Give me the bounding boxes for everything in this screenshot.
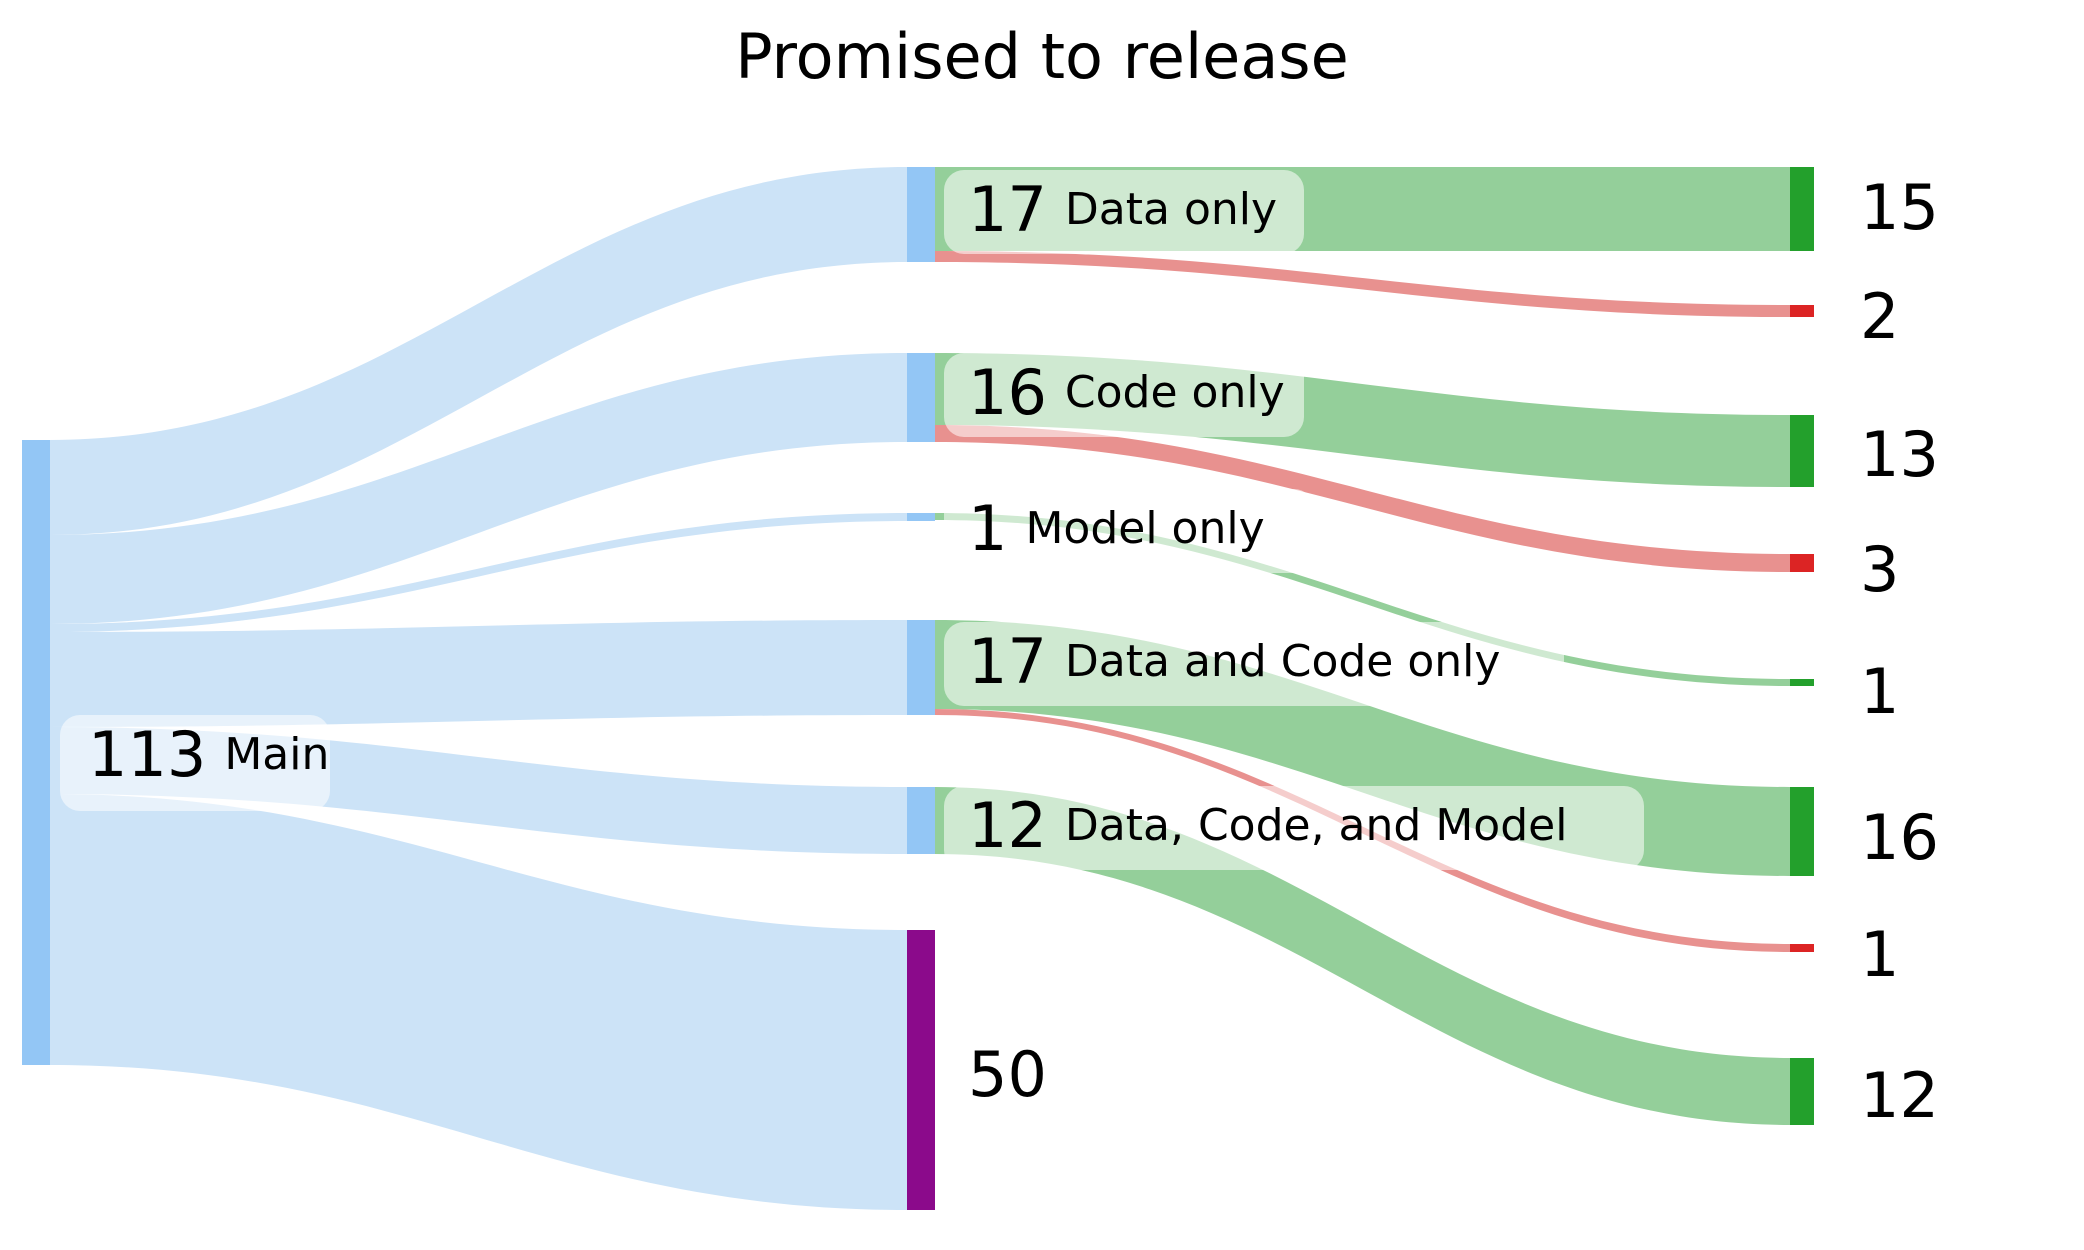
lbl-model-only-name: Model only [1025,503,1265,554]
sankey-ribbon-data-code-model-to-12 [935,787,1790,1125]
sankey-ribbon-data-only-to-2 [935,251,1790,317]
sankey-node-out_13[interactable] [1790,415,1814,487]
sankey-ribbon-main-to-data-code [50,620,907,727]
lbl-code-only-name: Code only [1064,367,1285,418]
lbl-data-only-name: Data only [1064,184,1278,235]
sankey-ribbon-model-only-to-1 [935,513,1790,686]
sankey-node-data_code_model[interactable] [907,787,935,854]
lbl-model-only: 1 Model only [968,495,1265,563]
sankey-node-none[interactable] [907,930,935,1210]
lbl-none: 50 [968,1041,1047,1109]
sankey-node-main[interactable] [22,440,50,1065]
chart-title: Promised to release [735,20,1349,93]
sankey-node-model_only[interactable] [907,513,935,521]
lbl-data-only: 17 Data only [968,176,1277,244]
sankey-ribbon-code-only-to-3 [935,425,1790,572]
lbl-model-only-value: 1 [968,492,1008,565]
lbl-main-value: 113 [88,718,207,791]
lbl-out-3: 3 [1860,536,1899,604]
sankey-node-out_16[interactable] [1790,787,1814,876]
lbl-out-2-value: 2 [1860,280,1900,353]
sankey-node-data_only[interactable] [907,167,935,262]
lbl-out-12: 12 [1860,1062,1939,1130]
lbl-none-value: 50 [968,1038,1047,1111]
lbl-data-code-model-name: Data, Code, and Model [1064,800,1568,851]
lbl-main-name: Main [224,729,330,780]
lbl-data-code-model-value: 12 [968,789,1047,862]
lbl-out-13-value: 13 [1860,418,1939,491]
lbl-data-code: 17 Data and Code only [968,628,1500,696]
sankey-node-out_15[interactable] [1790,167,1814,251]
lbl-data-code-model: 12 Data, Code, and Model [968,792,1567,860]
sankey-node-out_3[interactable] [1790,554,1814,572]
sankey-ribbon-main-to-none [50,794,907,1210]
sankey-node-data_code[interactable] [907,620,935,715]
sankey-node-out_1a[interactable] [1790,679,1814,686]
sankey-ribbon-main-to-data-only [50,167,907,535]
lbl-data-code-value: 17 [968,625,1047,698]
lbl-out-2: 2 [1860,283,1899,351]
lbl-out-3-value: 3 [1860,533,1900,606]
lbl-out-16: 16 [1860,804,1939,872]
lbl-out-1a-value: 1 [1860,655,1900,728]
sankey-node-out_12[interactable] [1790,1058,1814,1125]
sankey-nodes-layer [22,167,1814,1210]
lbl-code-only: 16 Code only [968,359,1285,427]
lbl-out-1a: 1 [1860,658,1899,726]
lbl-main: 113 Main [88,721,329,789]
sankey-node-out_2[interactable] [1790,305,1814,317]
lbl-out-15-value: 15 [1860,171,1939,244]
lbl-out-1b: 1 [1860,921,1899,989]
lbl-code-only-value: 16 [968,356,1047,429]
sankey-node-out_1b[interactable] [1790,944,1814,952]
lbl-data-only-value: 17 [968,173,1047,246]
lbl-out-13: 13 [1860,421,1939,489]
sankey-node-code_only[interactable] [907,353,935,442]
lbl-out-15: 15 [1860,174,1939,242]
lbl-data-code-name: Data and Code only [1064,636,1501,687]
sankey-ribbon-main-to-model-only [50,513,907,632]
lbl-out-16-value: 16 [1860,801,1939,874]
lbl-out-1b-value: 1 [1860,918,1900,991]
sankey-ribbon-main-to-code-only [50,353,907,624]
lbl-out-12-value: 12 [1860,1059,1939,1132]
